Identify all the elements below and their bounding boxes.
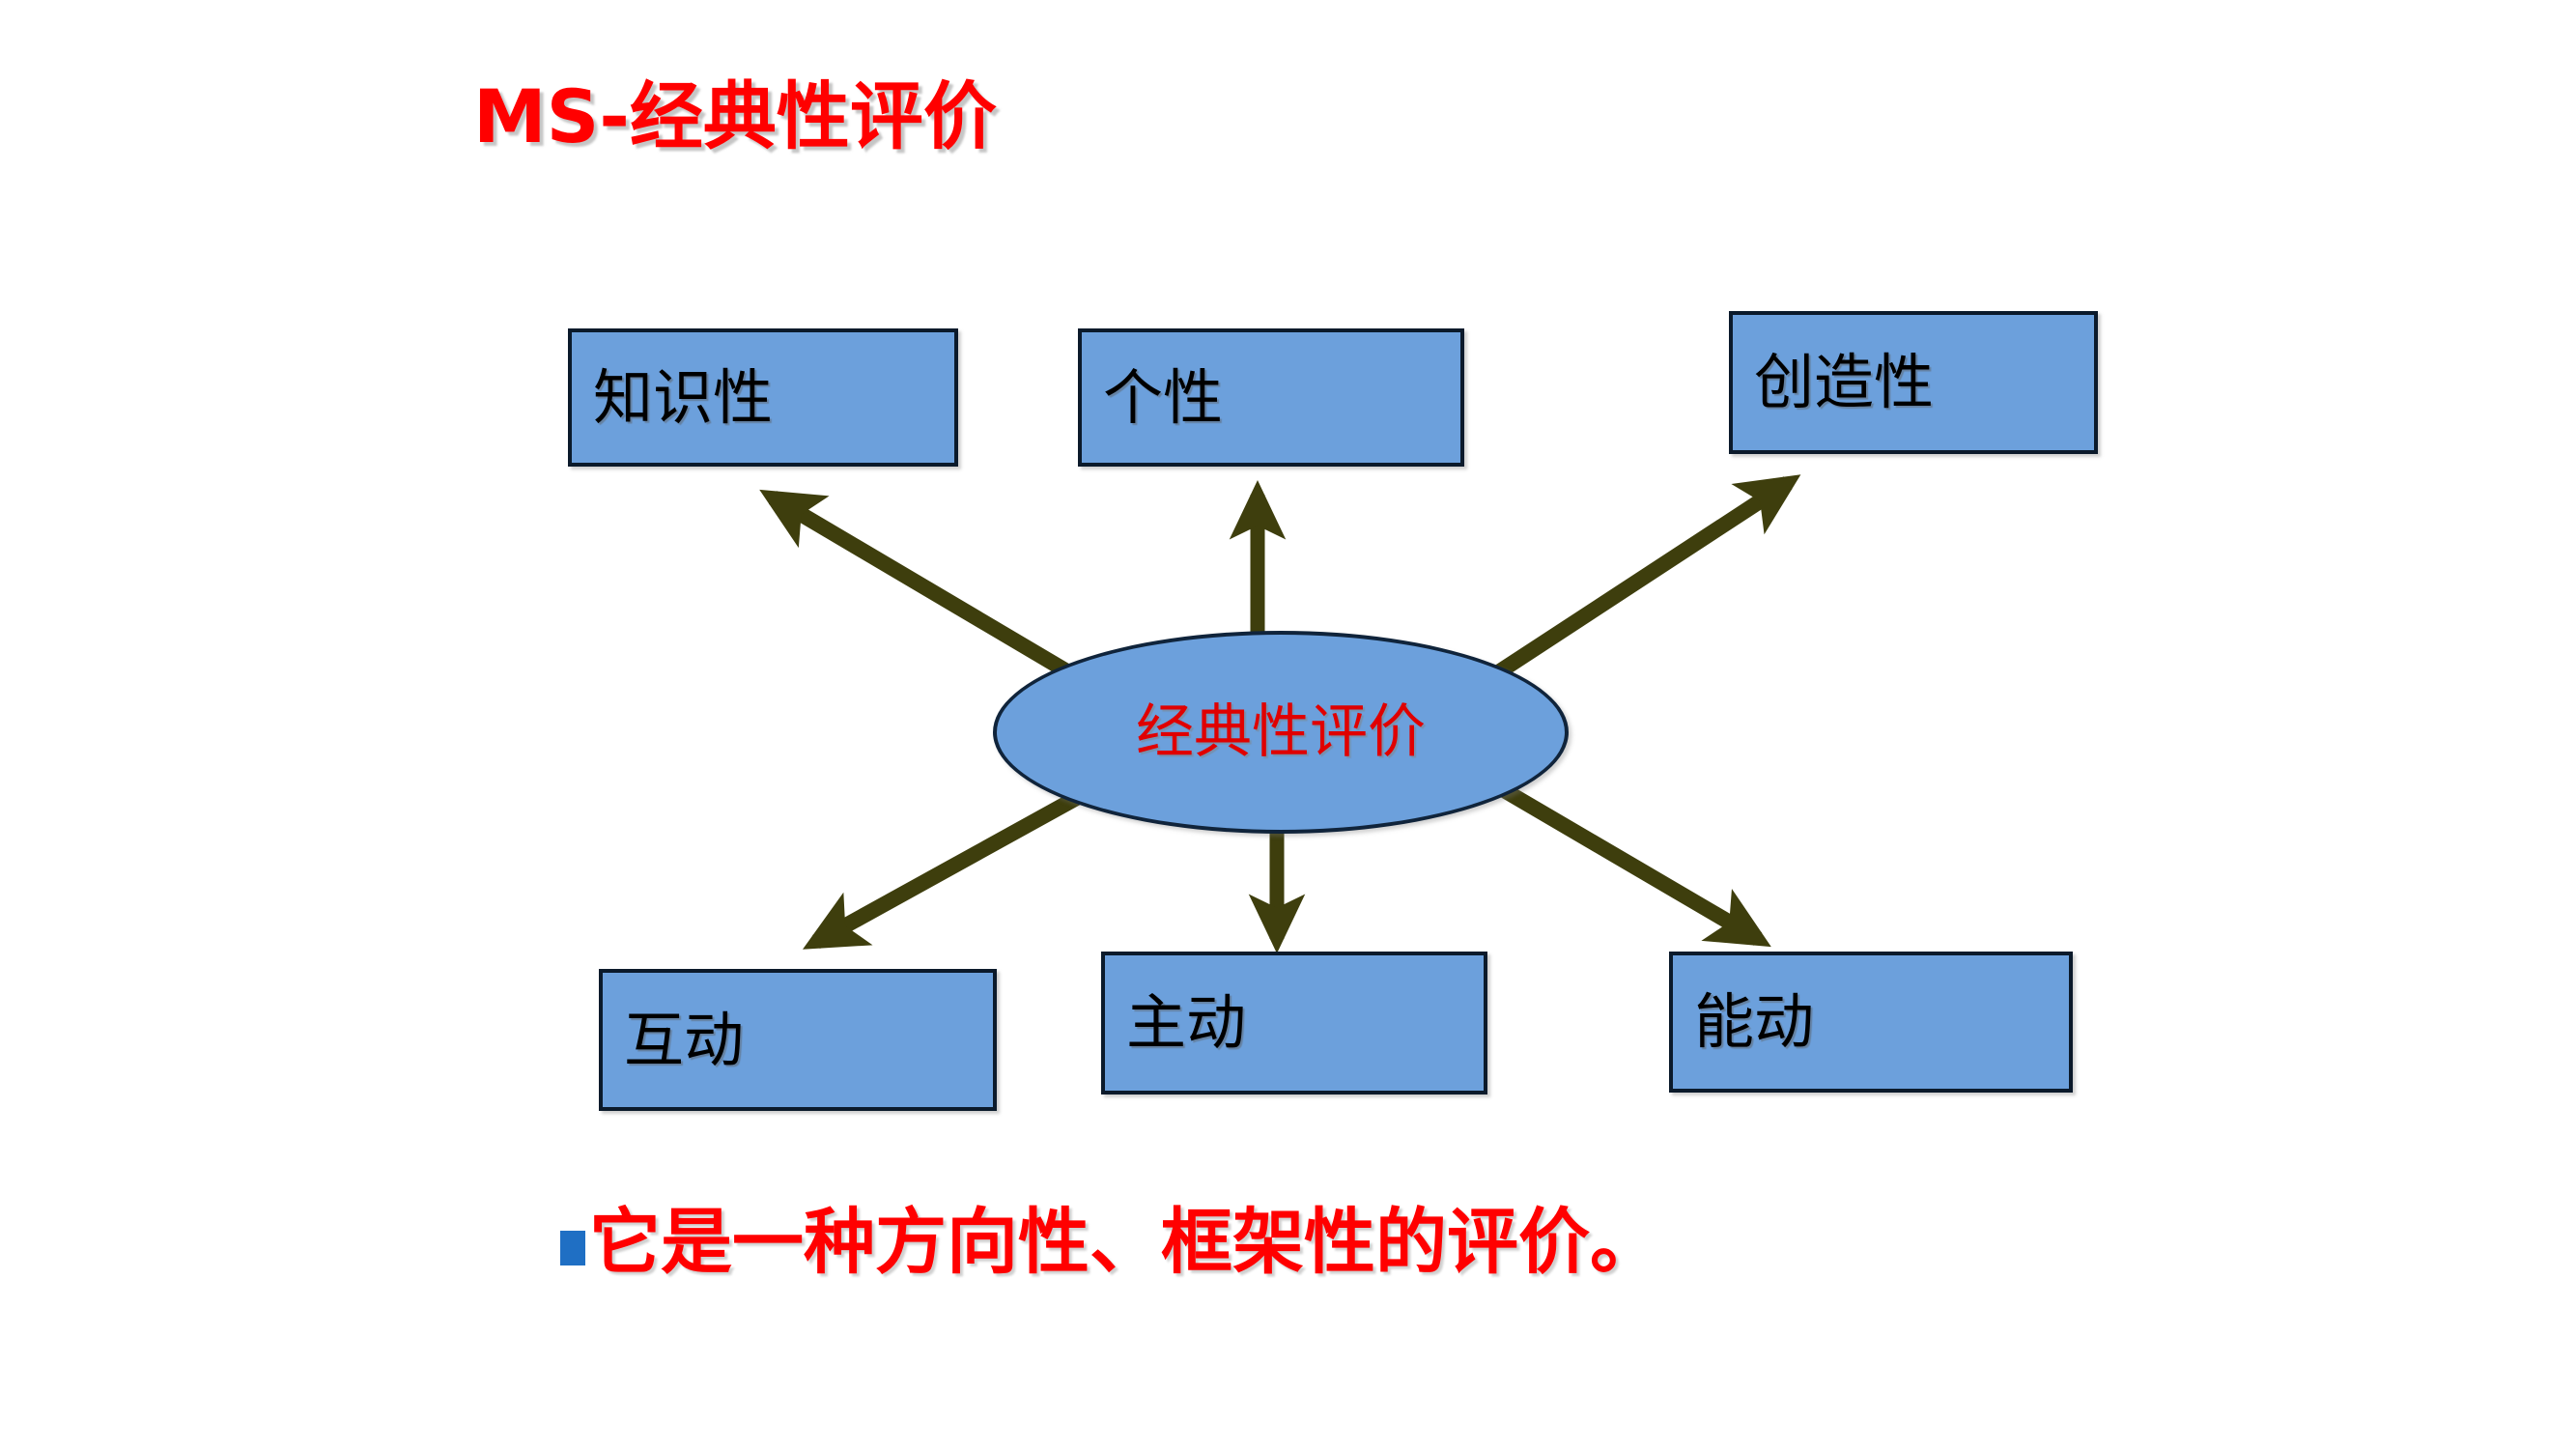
center-node-ellipse[interactable]: 经典性评价 xyxy=(993,631,1569,834)
arrow-center-to-nengdong xyxy=(1483,774,1771,948)
node-box-zhudong[interactable]: 主动 xyxy=(1101,952,1487,1095)
arrow-center-to-chuangzao xyxy=(1476,474,1801,691)
node-label-hudong: 互动 xyxy=(624,1004,745,1075)
bullet-line: 它是一种方向性、框架性的评价。 xyxy=(560,1201,1661,1284)
bullet-text: 它是一种方向性、框架性的评价。 xyxy=(589,1201,1661,1284)
node-label-chuangzao: 创造性 xyxy=(1754,347,1935,417)
node-label-zhishixing: 知识性 xyxy=(593,361,774,433)
node-box-zhishixing[interactable]: 知识性 xyxy=(568,328,958,467)
page-title: MS-经典性评价 xyxy=(473,73,997,159)
node-label-zhudong: 主动 xyxy=(1126,987,1247,1058)
node-box-nengdong[interactable]: 能动 xyxy=(1669,952,2073,1093)
square-bullet-icon xyxy=(560,1230,585,1265)
node-box-gexing[interactable]: 个性 xyxy=(1078,328,1464,467)
node-label-gexing: 个性 xyxy=(1103,361,1224,433)
node-label-nengdong: 能动 xyxy=(1694,986,1815,1057)
center-node-label: 经典性评价 xyxy=(1136,698,1426,766)
node-box-hudong[interactable]: 互动 xyxy=(599,969,997,1111)
arrow-center-to-hudong xyxy=(802,777,1105,950)
arrow-center-to-zhishixing xyxy=(759,489,1096,693)
node-box-chuangzao[interactable]: 创造性 xyxy=(1729,311,2098,454)
